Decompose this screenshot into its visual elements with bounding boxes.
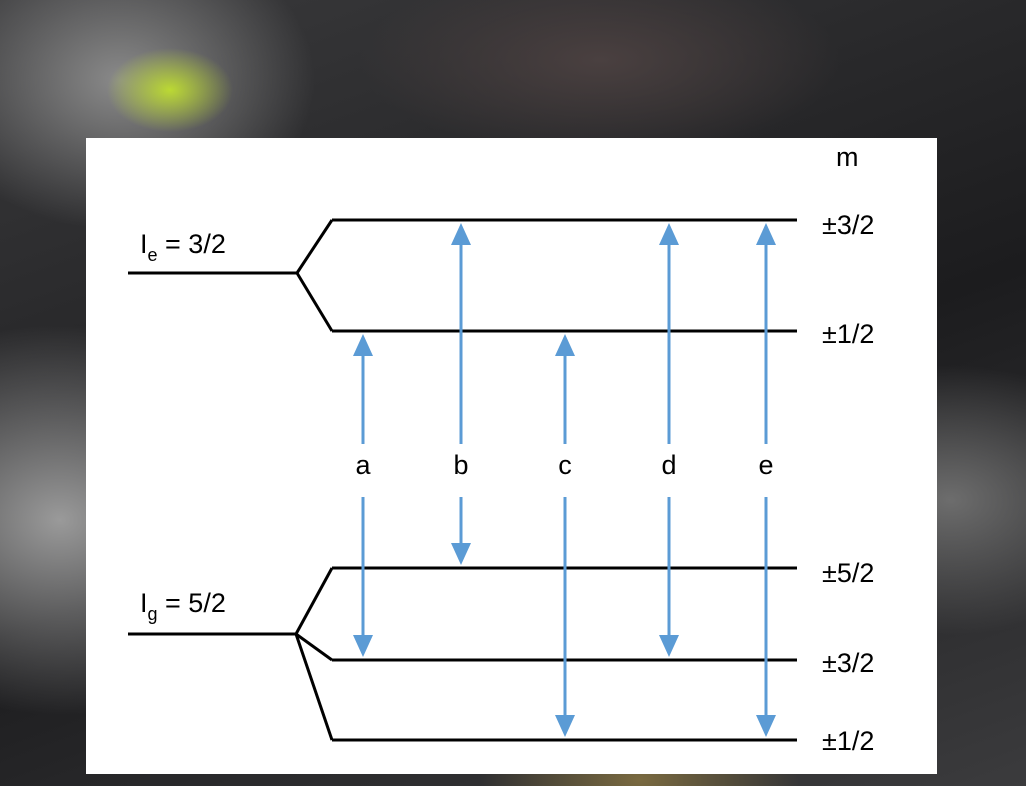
transition-a-up-arrowhead	[353, 334, 373, 356]
excited-fan-upper	[295, 219, 334, 274]
level-label-ground-5-2: ±5/2	[822, 558, 874, 588]
transition-c-up-arrowhead	[555, 334, 575, 356]
transition-b: b	[451, 223, 471, 565]
level-label-ground-3-2: ±3/2	[822, 648, 874, 678]
transition-d-label: d	[661, 450, 676, 480]
transition-c-down-arrowhead	[555, 715, 575, 737]
transition-b-label: b	[453, 450, 468, 480]
m-header: m	[836, 142, 859, 172]
transition-c: c	[555, 334, 575, 737]
transition-c-label: c	[558, 450, 572, 480]
ground-fan-upper	[294, 567, 334, 635]
transition-e-up-arrowhead	[756, 223, 776, 245]
ground-fan-middle	[295, 632, 333, 662]
ground-state-levels	[128, 566, 797, 742]
ground-state-label: Ig = 5/2	[140, 588, 226, 624]
diagram-panel	[86, 138, 937, 774]
transition-e-down-arrowhead	[756, 715, 776, 737]
transition-e: e	[756, 223, 776, 737]
level-label-ground-1-2: ±1/2	[822, 726, 874, 756]
transition-b-up-arrowhead	[451, 223, 471, 245]
transition-a: a	[353, 334, 373, 657]
level-label-excited-3-2: ±3/2	[822, 210, 874, 240]
excited-state-levels	[128, 218, 797, 333]
transition-a-down-arrowhead	[353, 635, 373, 657]
transition-b-down-arrowhead	[451, 543, 471, 565]
ground-fan-lower	[294, 633, 334, 741]
level-label-excited-1-2: ±1/2	[822, 319, 874, 349]
transition-d-up-arrowhead	[659, 223, 679, 245]
transition-d: d	[659, 223, 679, 657]
transition-a-label: a	[355, 450, 371, 480]
transition-d-down-arrowhead	[659, 635, 679, 657]
excited-fan-lower	[295, 272, 334, 332]
transition-e-label: e	[758, 450, 773, 480]
excited-state-label: Ie = 3/2	[140, 229, 226, 265]
